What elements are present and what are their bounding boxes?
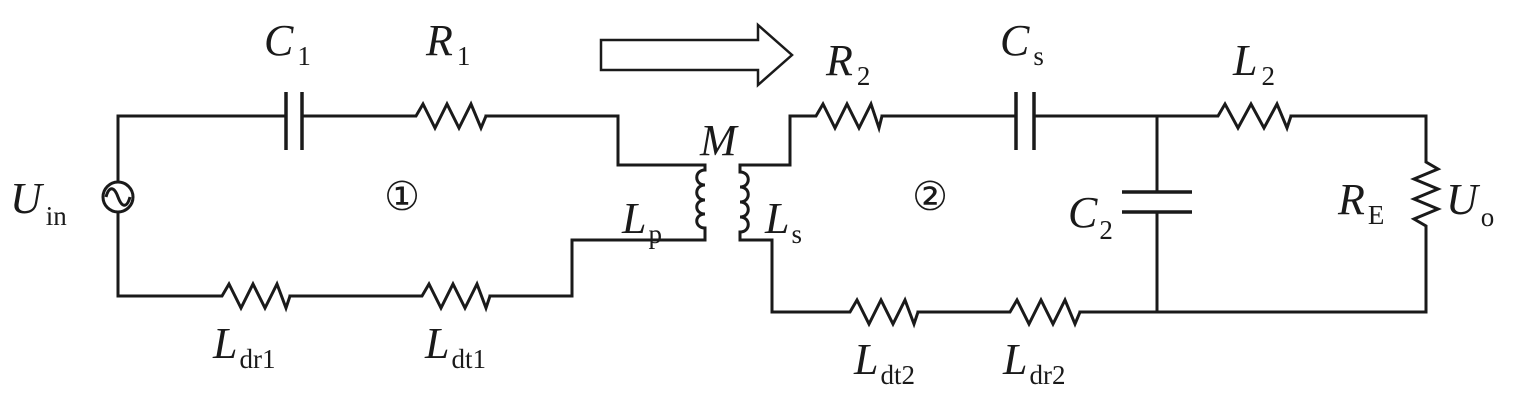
secondary-wires	[738, 114, 1428, 314]
loop-marker-primary: ①	[384, 174, 420, 220]
label-ldt1: Ldt1	[424, 319, 486, 374]
label-ldr2: Ldr2	[1002, 335, 1065, 390]
inductor-ldt2	[846, 296, 920, 329]
loop-marker-secondary: ②	[912, 174, 948, 220]
power-transfer-arrow-icon	[599, 22, 794, 88]
resistor-re	[1410, 158, 1442, 230]
label-ldr1: Ldr1	[212, 319, 275, 374]
label-ls: Ls	[764, 194, 802, 249]
label-c2: C2	[1068, 188, 1113, 245]
resistor-r1	[410, 100, 488, 132]
label-m: M	[699, 116, 739, 165]
inductor-ldr2	[1006, 296, 1082, 328]
coil-lp	[695, 168, 706, 230]
inductor-ldt1	[418, 280, 492, 313]
ac-source-icon	[101, 180, 135, 214]
label-ldt2: Ldt2	[853, 335, 915, 390]
coil-ls	[739, 170, 750, 234]
capacitor-cs	[1014, 92, 1036, 150]
capacitor-c1	[284, 92, 304, 150]
resistor-r2	[812, 100, 884, 134]
label-lp: Lp	[621, 194, 662, 249]
primary-wires	[116, 114, 707, 298]
inductor-l2	[1213, 100, 1293, 133]
capacitor-c2	[1122, 190, 1192, 214]
inductor-ldr1	[218, 280, 292, 313]
